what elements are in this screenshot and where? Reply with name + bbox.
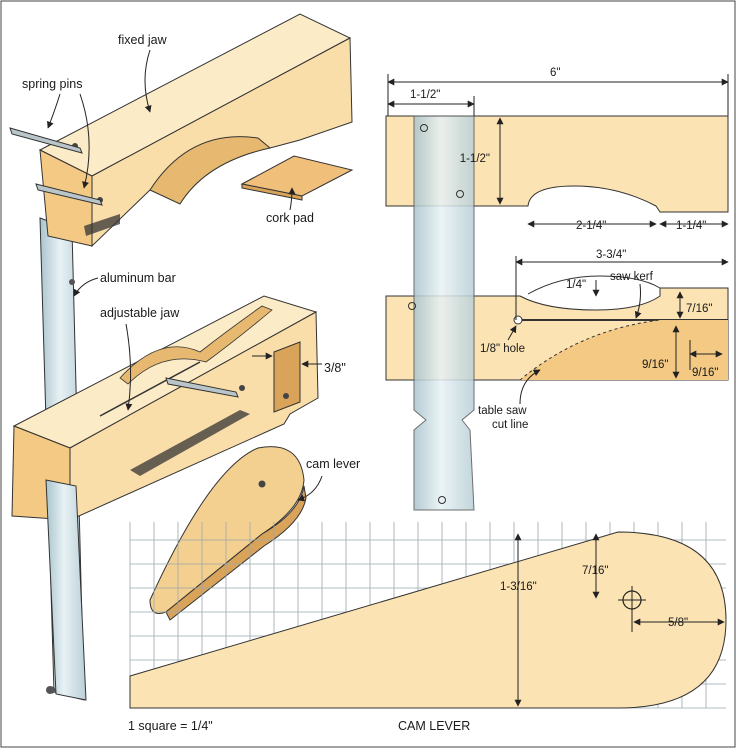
callout-adjustable-jaw: adjustable jaw <box>100 306 180 320</box>
callout-cork-pad: cork pad <box>266 211 314 225</box>
dim-jaw-height: 1-1/2" <box>460 153 490 165</box>
plan-view: 6" 1-1/2" 1-1/2" 2-1/4" 1-1/4" 3-3/4" 1/… <box>385 67 729 511</box>
bar-hole <box>69 279 75 285</box>
spring-pin-icon <box>9 127 103 206</box>
label-cut-line-1: table saw <box>478 405 527 417</box>
dim-horiz-offset: 9/16" <box>692 367 718 379</box>
dim-kerf-offset: 7/16" <box>686 303 712 315</box>
label-saw-kerf: saw kerf <box>610 271 654 283</box>
adjustable-jaw-illustration <box>11 295 319 521</box>
pivot-hole <box>513 315 523 325</box>
dim-bar-width: 1-1/2" <box>410 89 440 101</box>
dim-arc-depth: 1/4" <box>566 279 586 291</box>
spring-pin-icon <box>165 377 239 398</box>
cork-pad-illustration <box>240 155 354 201</box>
dim-vert-offset: 9/16" <box>642 359 668 371</box>
dim-arc-width: 2-1/4" <box>576 220 606 232</box>
aluminum-bar-front <box>45 479 87 701</box>
plan-aluminum-bar <box>413 115 475 511</box>
cam-lever-grid: 1-3/16" 7/16" 5/8" 1 square = 1/4" CAM L… <box>128 522 727 733</box>
fixed-jaw-illustration <box>38 13 353 248</box>
dim-pivot-from-end: 5/8" <box>668 617 688 629</box>
label-cut-line-2: cut line <box>492 419 528 431</box>
callout-cam-lever: cam lever <box>306 457 360 471</box>
callout-fixed-jaw: fixed jaw <box>118 33 168 47</box>
dim-kerf-length: 3-3/4" <box>596 249 626 261</box>
callout-spring-pins: spring pins <box>22 77 82 91</box>
dim-overall: 6" <box>550 67 560 79</box>
callout-aluminum-bar: aluminum bar <box>100 271 176 285</box>
label-hole: 1/8" hole <box>480 343 525 355</box>
scale-note: 1 square = 1/4" <box>128 719 213 733</box>
dim-cam-height: 1-3/16" <box>500 581 537 593</box>
callout-3-8: 3/8" <box>324 361 346 375</box>
dim-end-length: 1-1/4" <box>676 220 706 232</box>
cam-lever-title: CAM LEVER <box>398 719 470 733</box>
cam-lever-icon <box>149 446 307 621</box>
dim-pivot-from-top: 7/16" <box>582 565 608 577</box>
cam-lever-profile <box>129 531 727 709</box>
